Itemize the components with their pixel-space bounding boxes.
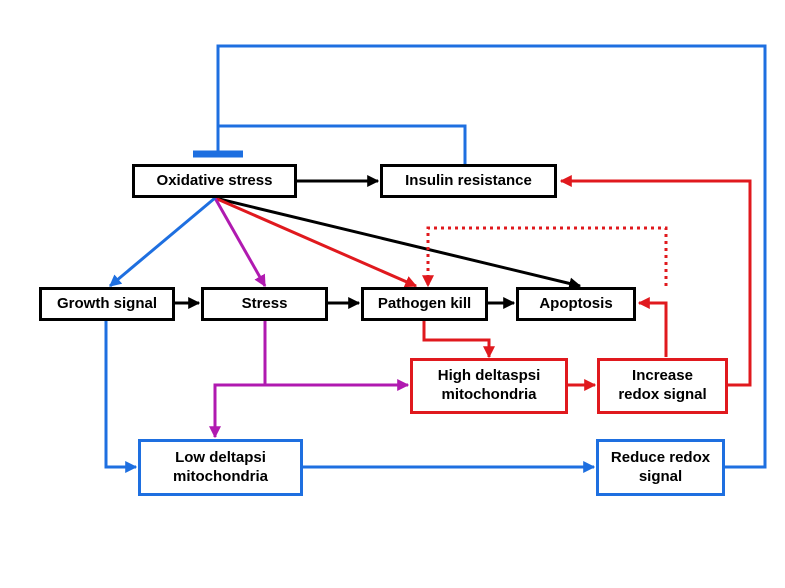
edge-increase-redox-to-apoptosis: [637, 297, 668, 357]
edge-oxidative-to-growth: [109, 196, 216, 288]
edge-stress-to-low-deltapsi: [209, 383, 265, 439]
node-low-deltapsi-mitochondria: Low deltapsi mitochondria: [138, 439, 303, 496]
edge-insulin-to-oxidative-inhibit: [218, 124, 467, 164]
edge-reduce-redox-to-oxidative-inhibit: [216, 44, 767, 469]
edge-pathogen-to-high-deltapsi: [422, 320, 495, 359]
edge-growth-to-low-deltapsi: [104, 320, 138, 473]
node-reduce-redox-signal: Reduce redox signal: [596, 439, 725, 496]
edge-oxidative-to-pathogen: [214, 196, 418, 288]
node-apoptosis: Apoptosis: [516, 287, 636, 321]
edge-oxidative-to-apoptosis: [214, 196, 582, 290]
edge-increase-redox-to-insulin: [559, 175, 752, 387]
node-increase-redox-signal: Increase redox signal: [597, 358, 728, 414]
edge-stress-to-high-deltapsi: [263, 320, 410, 391]
node-pathogen-kill: Pathogen kill: [361, 287, 488, 321]
node-growth-signal: Growth signal: [39, 287, 175, 321]
edge-oxidative-to-stress: [213, 197, 267, 288]
node-high-deltapsi-mitochondria: High deltaspsi mitochondria: [410, 358, 568, 414]
node-stress: Stress: [201, 287, 328, 321]
node-oxidative-stress: Oxidative stress: [132, 164, 297, 198]
node-insulin-resistance: Insulin resistance: [380, 164, 557, 198]
edge-apoptosis-to-pathogen-dotted: [422, 226, 668, 288]
